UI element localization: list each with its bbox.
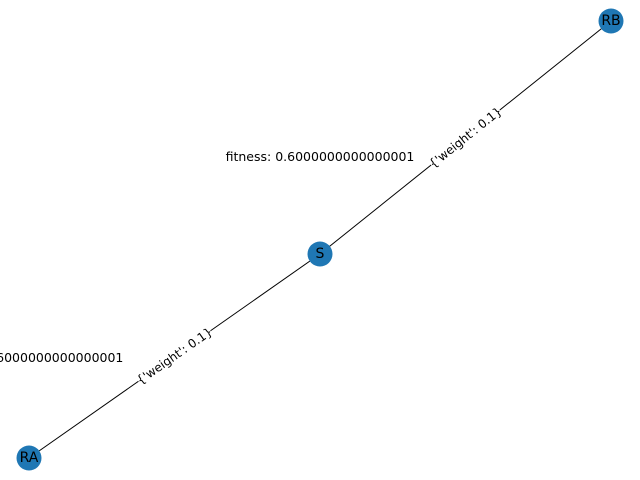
fitness-label-ra: fitness: 0.6000000000000001: [0, 350, 123, 365]
node-rb: [598, 8, 624, 34]
edge-label-s-rb: {'weight': 0.1}: [426, 104, 504, 171]
node-label-ra: RA: [20, 450, 39, 466]
node-label-s: S: [316, 246, 325, 262]
node-ra: [16, 445, 42, 471]
edge-label-ra-s-background: [133, 324, 216, 388]
edge-label-ra-s: {'weight': 0.1}: [134, 325, 215, 388]
edge-label-ra-s-group: {'weight': 0.1}: [133, 324, 216, 388]
node-label-rb: RB: [601, 13, 620, 29]
fitness-label-s: fitness: 0.6000000000000001: [226, 149, 415, 164]
node-s: [307, 241, 333, 267]
edge-label-s-rb-background: [426, 103, 505, 172]
edge-label-s-rb-group: {'weight': 0.1}: [426, 103, 505, 172]
